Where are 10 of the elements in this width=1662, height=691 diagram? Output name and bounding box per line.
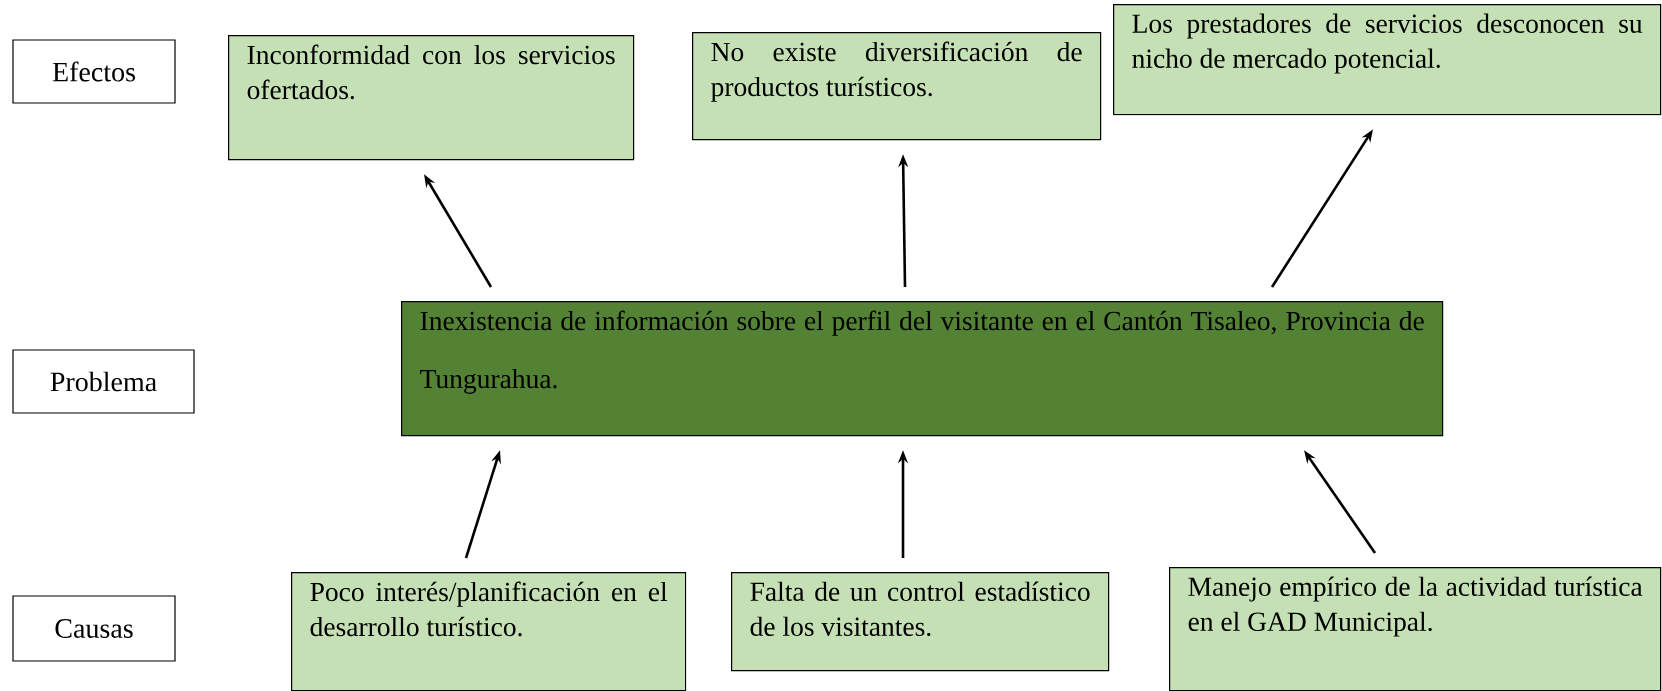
cause-box: Poco interés/planificación en el desarrollo turístico.: [291, 572, 687, 691]
row-label-box: Problema: [12, 349, 195, 414]
effect-box: Inconformidad con los servicios ofertados.: [228, 35, 635, 161]
effect-box: No existe diversificación de productos turísticos.: [692, 32, 1102, 141]
row-label-box: Efectos: [12, 39, 176, 104]
problem-box: Inexistencia de información sobre el perfil del visitante en el Cantón Tisaleo, Provincia de Tungurahua.: [401, 301, 1444, 437]
cause-box: Manejo empírico de la actividad turística en el GAD Municipal.: [1169, 567, 1662, 691]
effect-box: Los prestadores de servicios desconocen su nicho de mercado potencial.: [1113, 4, 1662, 116]
cause-box: Falta de un control estadístico de los visitantes.: [731, 572, 1110, 672]
row-label-box: Causas: [12, 595, 176, 662]
